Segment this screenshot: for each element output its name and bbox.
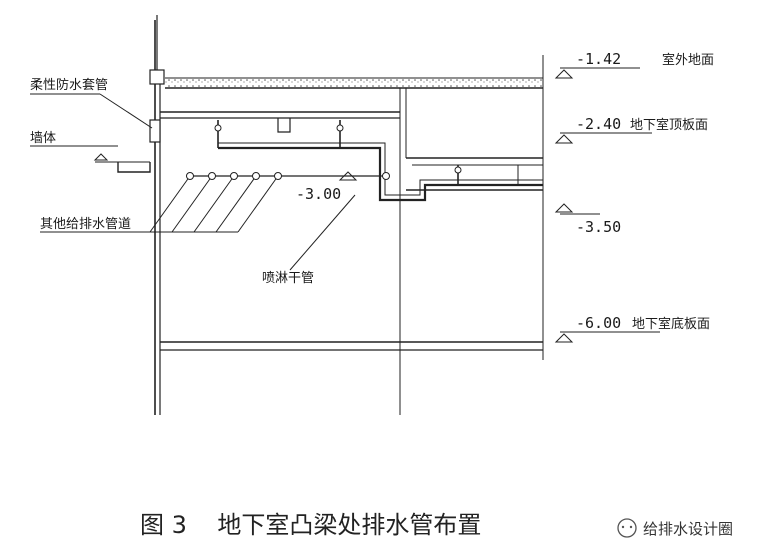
wall-penetration-pipe bbox=[93, 153, 151, 173]
label-outdoor-ground: 室外地面 bbox=[662, 52, 714, 68]
basement-roof-slab bbox=[160, 55, 544, 415]
elevation-e5: -6.00 bbox=[576, 314, 621, 332]
main-pipe-leader bbox=[289, 194, 356, 271]
chat-bubble-icon bbox=[617, 518, 637, 538]
label-flexible-casing: 柔性防水套管 bbox=[30, 77, 108, 93]
label-sprinkler-branch: 其他给排水管道 bbox=[40, 217, 131, 232]
label-b-floor: 地下室底板面 bbox=[632, 316, 710, 332]
watermark: 给排水设计圈 bbox=[617, 518, 733, 538]
watermark-text: 给排水设计圈 bbox=[643, 520, 733, 538]
wall-casing bbox=[149, 119, 161, 143]
concave-beam bbox=[277, 118, 291, 133]
hatched-branch-zone bbox=[149, 171, 390, 233]
elevation-e3: -3.00 bbox=[296, 185, 341, 203]
elevation-e2: -2.40 bbox=[576, 115, 621, 133]
elevation-e4: -3.50 bbox=[576, 218, 621, 236]
label-main-pipe: 喷淋干管 bbox=[262, 271, 314, 286]
exterior-wall bbox=[149, 15, 165, 415]
basement-floor-slab bbox=[160, 341, 543, 351]
label-b1-floor: 地下室顶板面 bbox=[630, 117, 708, 133]
ground-surface bbox=[165, 77, 543, 89]
drain-main-pipe bbox=[214, 120, 543, 202]
elevation-marks bbox=[554, 67, 660, 343]
elevation-e1: -1.42 bbox=[576, 50, 621, 68]
left-leaders bbox=[30, 93, 153, 233]
figure-caption: 图 3 地下室凸梁处排水管布置 bbox=[140, 511, 481, 539]
label-wall: 墙体 bbox=[30, 131, 56, 146]
